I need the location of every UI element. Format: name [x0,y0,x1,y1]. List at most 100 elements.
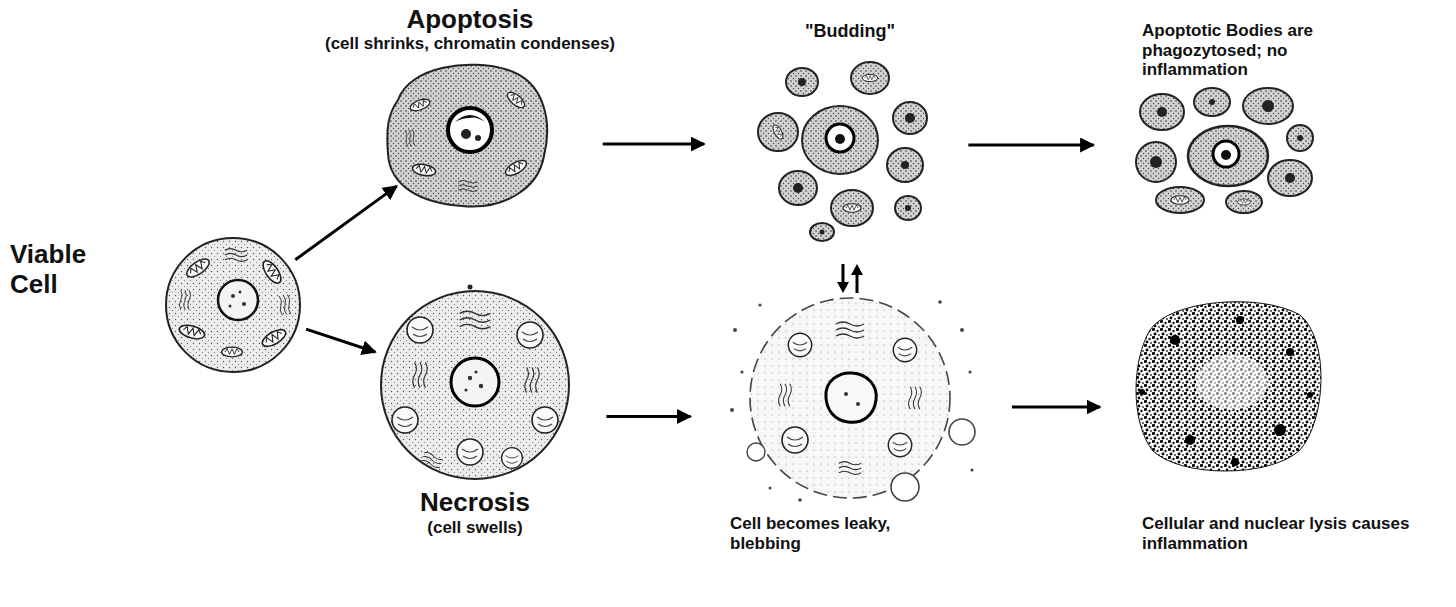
swollen-cell-drawing-part [468,285,473,290]
shrunken-cell-drawing-part [461,129,471,139]
viable-cell-drawing-part [184,256,212,281]
lysed-cell-drawing-part [1231,458,1239,466]
swollen-cell-drawing-part [407,317,433,343]
lysed-cell-drawing-part [1274,424,1286,436]
budding-cell-drawing-part [862,74,878,81]
swollen-cell-drawing [381,285,569,480]
caption-group: Apoptosis(cell shrinks, chromatin conden… [295,5,645,54]
swollen-cell-drawing-part [392,407,418,433]
shrunken-cell-drawing-part [505,90,527,111]
cell-caption: Apoptosis [295,5,645,35]
lysed-cell-drawing-part [1185,435,1195,445]
viable-cell-drawing-part [260,326,289,349]
cell-node: Necrosis(cell swells) [378,288,572,482]
swollen-cell-drawing-part [413,362,427,387]
shrunken-cell-drawing-part [503,157,529,178]
viable-cell-drawing-part [242,302,246,306]
budding-cell-drawing [758,62,927,241]
leaky-cell-drawing-part [788,333,811,356]
shrunken-cell-drawing-part [455,115,485,122]
caption-group: Apoptotic Bodies are phagozytosed; no in… [1142,21,1320,80]
leaky-cell-drawing-part [740,370,743,373]
leaky-cell-drawing-part [856,402,860,406]
leaky-cell-drawing-part [782,427,808,453]
apoptotic-bodies-drawing-part [1150,156,1162,168]
swollen-cell-drawing-part [381,291,569,479]
leaky-cell-drawing [730,298,975,502]
leaky-cell-drawing-part [909,387,922,409]
cell-node: Cellular and nuclear lysis causes inflam… [1132,298,1322,476]
swollen-cell-drawing-part [479,384,483,388]
caption-group: Necrosis(cell swells) [360,488,590,537]
shrunken-cell-drawing-part [475,135,481,141]
budding-cell-drawing-part [786,68,818,96]
lysed-cell-drawing [1136,302,1321,471]
budding-cell-drawing-part [826,124,854,152]
apoptotic-bodies-drawing [1136,88,1313,213]
budding-cell-drawing-part [901,161,909,169]
cell-caption: Apoptotic Bodies are phagozytosed; no in… [1142,21,1320,80]
arrow-connector [968,144,1093,147]
cell-node: "Budding" [755,58,930,243]
viable-cell-drawing-part [239,291,242,294]
cell-node: Apoptosis(cell shrinks, chromatin conden… [385,58,552,210]
leaky-cell-drawing-part [844,392,848,396]
cell-caption: Viable Cell [10,240,135,300]
viable-cell-drawing-part [278,294,292,315]
ion-flux-arrows-part [856,273,859,293]
lysed-cell-drawing-part [1286,348,1294,356]
swollen-cell-drawing-part [421,451,443,468]
leaky-cell-drawing-part [826,373,876,422]
swollen-cell-drawing-part [451,358,499,406]
apoptotic-bodies-drawing-part [1268,160,1312,196]
caption-group: "Budding" [760,21,940,42]
apoptotic-bodies-drawing-part [1209,99,1215,105]
viable-cell-drawing-part [222,347,243,357]
cell-node: Cell becomes leaky, blebbing [725,295,980,507]
caption-group: Viable Cell [10,240,135,300]
leaky-cell-drawing-part [970,468,973,471]
budding-cell-drawing-part [802,106,878,174]
cell-node: Viable Cell [164,236,302,374]
viable-cell-drawing [166,238,300,372]
swollen-cell-drawing-part [474,370,477,373]
caption-group: Cell becomes leaky, blebbing [730,514,950,553]
budding-cell-drawing-part [831,190,873,226]
arrow-connector [295,186,396,260]
lysed-cell-drawing-part [1139,389,1145,395]
apoptotic-bodies-drawing-part [1297,135,1303,141]
budding-cell-drawing-part [893,102,927,134]
apoptotic-bodies-drawing-part [1243,88,1293,124]
apoptotic-bodies-drawing-part [1213,141,1239,167]
arrow-connector [306,329,375,352]
cell-caption: Necrosis [360,488,590,518]
viable-cell-drawing-part [166,238,300,372]
cell-node: Apoptotic Bodies are phagozytosed; no in… [1132,86,1314,214]
swollen-cell-drawing-part [502,448,523,469]
apoptotic-bodies-drawing-part [1285,173,1295,183]
arrow-connector [603,143,705,146]
budding-cell-drawing-part [887,148,923,182]
viable-cell-drawing-part [231,294,235,298]
swollen-cell-drawing-part [517,322,543,348]
ion-flux-arrows-part [851,264,863,275]
shrunken-cell-drawing-part [387,65,547,207]
leaky-cell-drawing-part [798,498,802,502]
cell-caption: (cell shrinks, chromatin condenses) [295,34,645,54]
cell-caption: (cell swells) [360,518,590,538]
lysed-cell-drawing-part [1236,316,1244,324]
lysed-cell-drawing-part [1170,335,1180,345]
shrunken-cell-drawing-part [448,108,492,152]
leaky-cell-drawing-part [750,298,950,498]
leaky-cell-drawing-part [949,419,975,445]
ion-flux-arrows-part [837,282,849,293]
swollen-cell-drawing-part [464,388,467,391]
cell-caption: Cellular and nuclear lysis causes inflam… [1142,514,1432,553]
apoptotic-bodies-drawing-part [1226,191,1262,213]
apoptotic-bodies-drawing-part [1136,142,1176,182]
lysed-cell-drawing-part [1307,392,1313,398]
budding-cell-drawing-part [779,171,817,205]
viable-cell-drawing-part [179,290,190,310]
viable-cell-drawing-part [218,280,258,320]
caption-group: Cellular and nuclear lysis causes inflam… [1142,514,1432,553]
